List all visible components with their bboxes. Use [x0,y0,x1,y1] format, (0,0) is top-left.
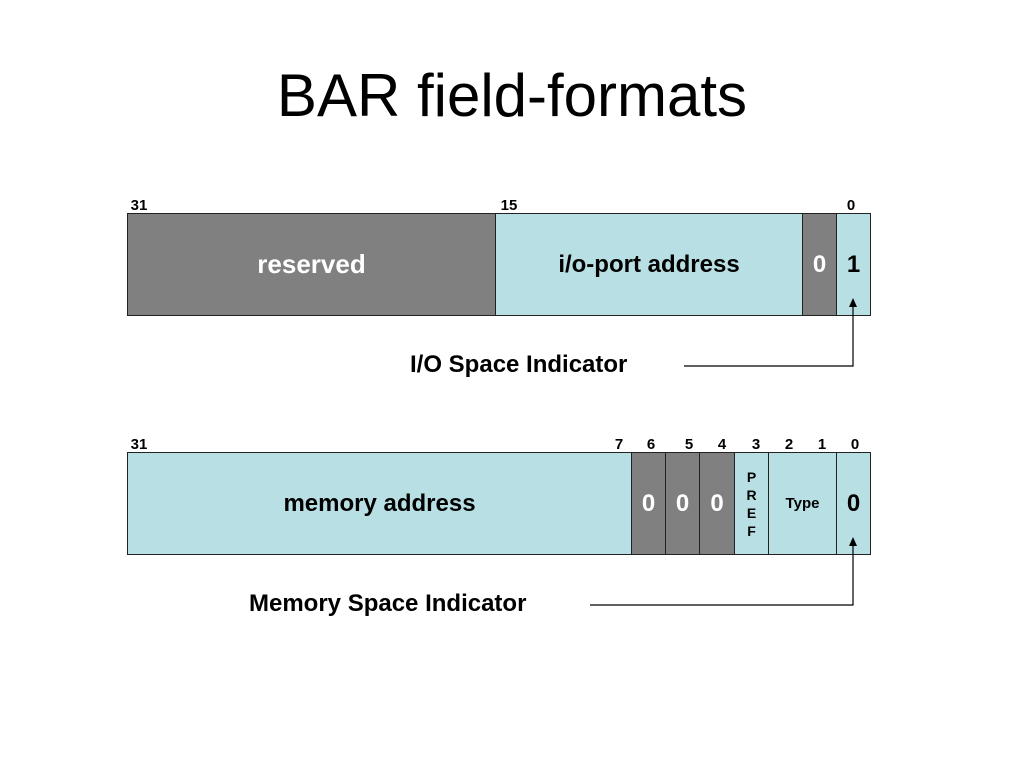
io-reserved-field: reserved [127,213,496,316]
io-bit1-field: 0 [802,213,837,316]
mem-prefetchable-field: P R E F [734,452,769,555]
io-indicator-arrowhead [849,298,857,307]
mem-type-field: Type [768,452,837,555]
mem-bit-5-label: 5 [684,436,694,453]
mem-bit0-field: 0 [836,452,871,555]
mem-bit-3-label: 3 [751,436,761,453]
mem-address-field: memory address [127,452,632,555]
pref-letter-r: R [746,486,757,503]
io-bit-15-label: 15 [500,197,518,214]
memory-space-indicator-label: Memory Space Indicator [249,590,527,617]
io-indicator-pointer [684,306,854,367]
io-bit0-field: 1 [836,213,871,316]
mem-bit-2-label: 2 [784,436,794,453]
mem-bit4-field: 0 [699,452,735,555]
memory-indicator-pointer [590,545,854,606]
io-bit-31-label: 31 [130,197,148,214]
io-bit-0-label: 0 [846,197,856,214]
mem-bit-4-label: 4 [717,436,727,453]
io-space-indicator-label: I/O Space Indicator [410,351,628,378]
mem-bit-0-label: 0 [850,436,860,453]
slide-title: BAR field-formats [276,62,748,129]
mem-bit-6-label: 6 [646,436,656,453]
pref-letter-e: E [746,504,757,521]
pref-letter-p: P [746,468,757,485]
memory-indicator-arrowhead [849,537,857,546]
mem-bit-7-label: 7 [614,436,624,453]
mem-bit-31-label: 31 [130,436,148,453]
mem-bit6-field: 0 [631,452,666,555]
pref-letter-f: F [747,522,756,539]
mem-bit-1-label: 1 [817,436,827,453]
